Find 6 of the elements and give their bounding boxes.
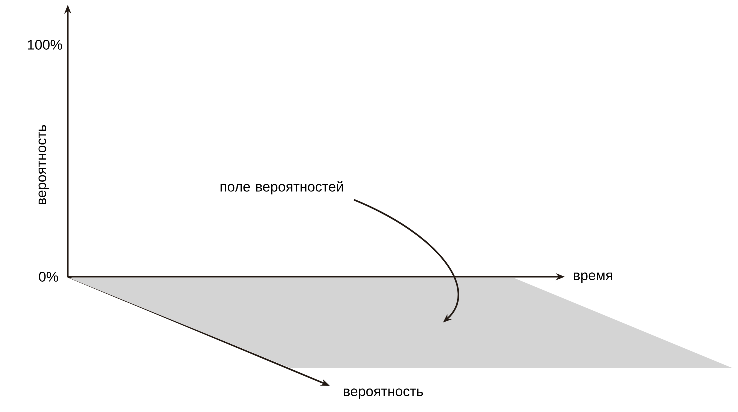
- tick-label: 0%: [39, 272, 58, 282]
- axis-label: время: [574, 272, 612, 284]
- annotation-text: поле вероятностей: [220, 181, 344, 195]
- tick-label: 100%: [28, 40, 62, 50]
- axis-label: вероятность: [344, 388, 424, 400]
- axis-label: вероятность: [38, 125, 50, 204]
